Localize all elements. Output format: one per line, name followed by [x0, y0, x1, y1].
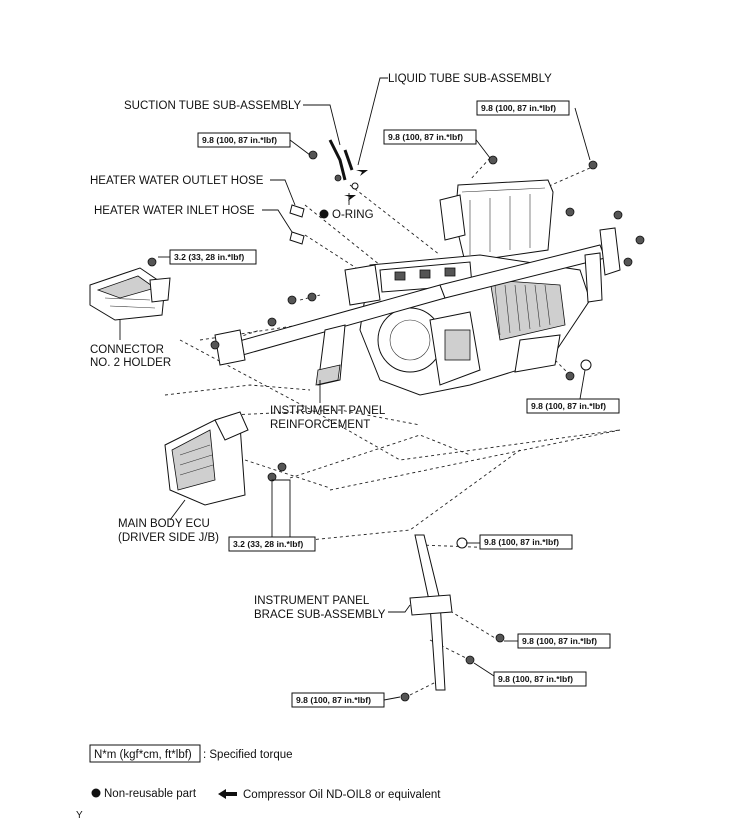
- brace-drawing: [409, 534, 453, 691]
- torque-spec: 3.2 (33, 28 in.*lbf): [228, 536, 316, 552]
- torque-value: 9.8 (100, 87 in.*lbf): [202, 135, 277, 145]
- bolt-icon: [287, 295, 297, 305]
- bolt-icon: [565, 371, 575, 381]
- torque-spec: 9.8 (100, 87 in.*lbf): [493, 671, 587, 687]
- label-reinforcement-1: INSTRUMENT PANEL: [270, 405, 386, 417]
- label-suction-tube: SUCTION TUBE SUB-ASSEMBLY: [124, 100, 302, 112]
- bolt-icon: [307, 292, 317, 302]
- torque-value: 9.8 (100, 87 in.*lbf): [296, 695, 371, 705]
- torque-spec: 9.8 (100, 87 in.*lbf): [526, 398, 620, 414]
- bolt-icon: [613, 210, 623, 220]
- oil-arrows: [344, 170, 368, 201]
- bolt-icon: [488, 155, 498, 165]
- legend-non-reusable: Non-reusable part: [104, 788, 197, 800]
- torque-spec: 3.2 (33, 28 in.*lbf): [169, 249, 257, 265]
- label-heater-inlet: HEATER WATER INLET HOSE: [94, 205, 255, 217]
- bolt-icon: [210, 340, 220, 350]
- bolt-icon: [277, 462, 287, 472]
- label-heater-outlet: HEATER WATER OUTLET HOSE: [90, 175, 264, 187]
- legend-unit: N*m (kgf*cm, ft*lbf): [94, 749, 192, 761]
- connector-holder-drawing: [89, 267, 171, 321]
- hvac-unit-drawing: [359, 179, 591, 396]
- ecu-drawing: [164, 411, 249, 506]
- label-liquid-tube: LIQUID TUBE SUB-ASSEMBLY: [388, 73, 552, 85]
- left-arrow-icon: [356, 170, 368, 176]
- leader-lines: [119, 77, 591, 701]
- torque-value: 9.8 (100, 87 in.*lbf): [531, 401, 606, 411]
- left-arrow-icon: [218, 789, 237, 799]
- torque-value: 9.8 (100, 87 in.*lbf): [388, 132, 463, 142]
- label-brace-2: BRACE SUB-ASSEMBLY: [254, 609, 386, 621]
- legend-unit-desc: : Specified torque: [203, 749, 293, 761]
- bolt-icon: [400, 692, 410, 702]
- torque-spec: 9.8 (100, 87 in.*lbf): [517, 633, 611, 649]
- bolt-icon: [456, 537, 468, 549]
- filled-circle-icon: [319, 209, 329, 219]
- bolt-icon: [635, 235, 645, 245]
- torque-value: 3.2 (33, 28 in.*lbf): [174, 252, 244, 262]
- torque-value: 9.8 (100, 87 in.*lbf): [498, 674, 573, 684]
- label-ecu-2: (DRIVER SIDE J/B): [118, 532, 219, 544]
- bolt-icon: [495, 633, 505, 643]
- guide-lines: [164, 157, 621, 696]
- bolt-icon: [580, 359, 592, 371]
- torque-value: 9.8 (100, 87 in.*lbf): [522, 636, 597, 646]
- torque-value: 9.8 (100, 87 in.*lbf): [484, 537, 559, 547]
- tubes-drawing: [289, 139, 359, 245]
- bolt-icon: [147, 257, 157, 267]
- bolt-icon: [588, 160, 598, 170]
- label-reinforcement-2: REINFORCEMENT: [270, 419, 370, 431]
- bolt-icon: [465, 655, 475, 665]
- bolt-icon: [308, 150, 318, 160]
- legend-oil: Compressor Oil ND-OIL8 or equivalent: [243, 789, 441, 801]
- torque-spec: 9.8 (100, 87 in.*lbf): [291, 692, 385, 708]
- reinforcement-drawing: [214, 227, 621, 386]
- torque-value: 9.8 (100, 87 in.*lbf): [481, 103, 556, 113]
- bolt-icon: [565, 207, 575, 217]
- left-arrow-icon: [344, 195, 356, 201]
- torque-spec: 9.8 (100, 87 in.*lbf): [383, 129, 477, 145]
- filled-circle-icon: [91, 788, 101, 798]
- torque-spec: 9.8 (100, 87 in.*lbf): [197, 132, 291, 148]
- legend: N*m (kgf*cm, ft*lbf) : Specified torque …: [89, 744, 441, 801]
- torque-spec: 9.8 (100, 87 in.*lbf): [476, 100, 570, 116]
- bolt-icon: [267, 317, 277, 327]
- torque-spec: 9.8 (100, 87 in.*lbf): [479, 534, 573, 550]
- label-brace-1: INSTRUMENT PANEL: [254, 595, 370, 607]
- corner-mark: Y: [76, 810, 83, 821]
- label-connector-1: CONNECTOR: [90, 344, 164, 356]
- label-o-ring: O-RING: [332, 209, 374, 221]
- torque-value: 3.2 (33, 28 in.*lbf): [233, 539, 303, 549]
- label-connector-2: NO. 2 HOLDER: [90, 357, 171, 369]
- bolt-icon: [623, 257, 633, 267]
- label-ecu-1: MAIN BODY ECU: [118, 518, 210, 530]
